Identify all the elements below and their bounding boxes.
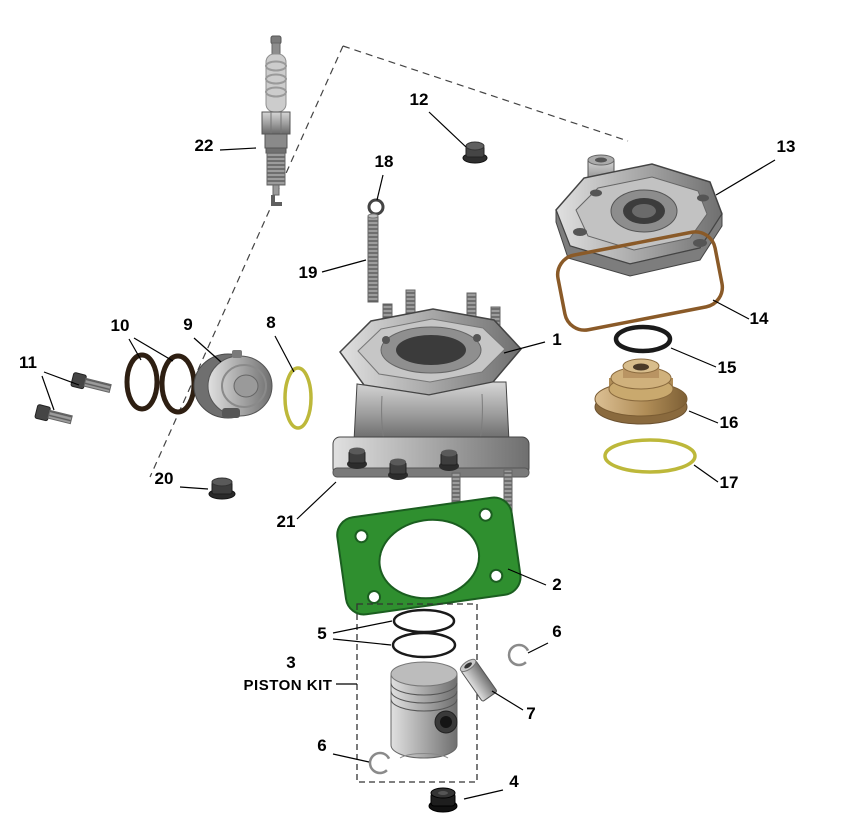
callout-1: 1 bbox=[552, 330, 561, 349]
leader-line bbox=[507, 568, 547, 586]
cylinder-head bbox=[555, 154, 723, 277]
callout-piston-kit: PISTON KIT bbox=[244, 677, 333, 694]
power-valve-cover bbox=[193, 350, 273, 419]
leader-line bbox=[715, 159, 776, 196]
stud-oring bbox=[367, 198, 385, 216]
leader-line bbox=[296, 481, 337, 520]
callout-16: 16 bbox=[720, 413, 739, 432]
insert-oring-yellow bbox=[603, 438, 697, 474]
base-gasket bbox=[336, 496, 522, 616]
callout-11: 11 bbox=[19, 353, 37, 372]
circlip bbox=[368, 751, 392, 775]
cover-bolts bbox=[34, 372, 112, 425]
leader-line bbox=[219, 147, 257, 151]
leader-line bbox=[133, 337, 174, 362]
leader-line bbox=[41, 375, 55, 411]
callout-2: 2 bbox=[552, 575, 561, 594]
circlip bbox=[507, 643, 531, 667]
leader-line bbox=[428, 111, 467, 148]
leader-line bbox=[179, 486, 209, 490]
callout-17: 17 bbox=[720, 473, 739, 492]
piston-kit-box bbox=[356, 603, 478, 783]
leader-line bbox=[670, 347, 717, 368]
callout-8: 8 bbox=[266, 313, 275, 332]
leader-line bbox=[463, 789, 504, 800]
callout-12: 12 bbox=[410, 90, 429, 109]
piston-rings bbox=[391, 608, 457, 659]
callout-14: 14 bbox=[750, 309, 769, 328]
callout-20: 20 bbox=[155, 469, 174, 488]
callout-3: 3 bbox=[286, 653, 295, 672]
leader-line bbox=[688, 410, 719, 424]
piston-pin bbox=[459, 658, 497, 702]
leader-line bbox=[332, 620, 393, 634]
callout-5: 5 bbox=[317, 624, 326, 643]
head-oring-black bbox=[613, 324, 673, 354]
leader-line bbox=[43, 371, 80, 386]
head-gasket bbox=[555, 230, 725, 332]
leader-line bbox=[332, 753, 370, 763]
leader-line bbox=[503, 341, 546, 354]
assembly-guide-lines bbox=[149, 45, 629, 478]
leader-line bbox=[321, 259, 367, 273]
callout-9: 9 bbox=[183, 315, 192, 334]
leader-line bbox=[376, 174, 384, 201]
black-plug bbox=[428, 787, 458, 813]
callout-18: 18 bbox=[375, 152, 394, 171]
callout-7: 7 bbox=[526, 704, 535, 723]
callout-19: 19 bbox=[299, 263, 318, 282]
callout-15: 15 bbox=[718, 358, 737, 377]
flange-nut bbox=[462, 141, 488, 164]
callout-6: 6 bbox=[552, 622, 561, 641]
callout-10: 10 bbox=[111, 316, 130, 335]
leader-line bbox=[527, 642, 549, 654]
head-insert bbox=[594, 358, 688, 425]
valve-oring-yellow bbox=[283, 366, 313, 430]
leader-line bbox=[274, 335, 295, 373]
leader-line bbox=[128, 338, 142, 361]
leader-line bbox=[193, 337, 222, 363]
piston bbox=[390, 661, 458, 759]
leader-line bbox=[693, 464, 719, 483]
cylinder-stud bbox=[367, 213, 379, 303]
leader-line bbox=[712, 299, 750, 320]
callout-6: 6 bbox=[317, 736, 326, 755]
cylinder bbox=[332, 289, 530, 515]
callout-13: 13 bbox=[777, 137, 796, 156]
callout-4: 4 bbox=[509, 772, 519, 791]
leader-line bbox=[332, 638, 392, 646]
exhaust-orings bbox=[124, 352, 197, 415]
spark-plug bbox=[261, 35, 291, 206]
callout-22: 22 bbox=[195, 136, 214, 155]
flange-nut-small bbox=[208, 477, 236, 500]
leader-line bbox=[491, 690, 524, 711]
callout-21: 21 bbox=[277, 512, 296, 531]
